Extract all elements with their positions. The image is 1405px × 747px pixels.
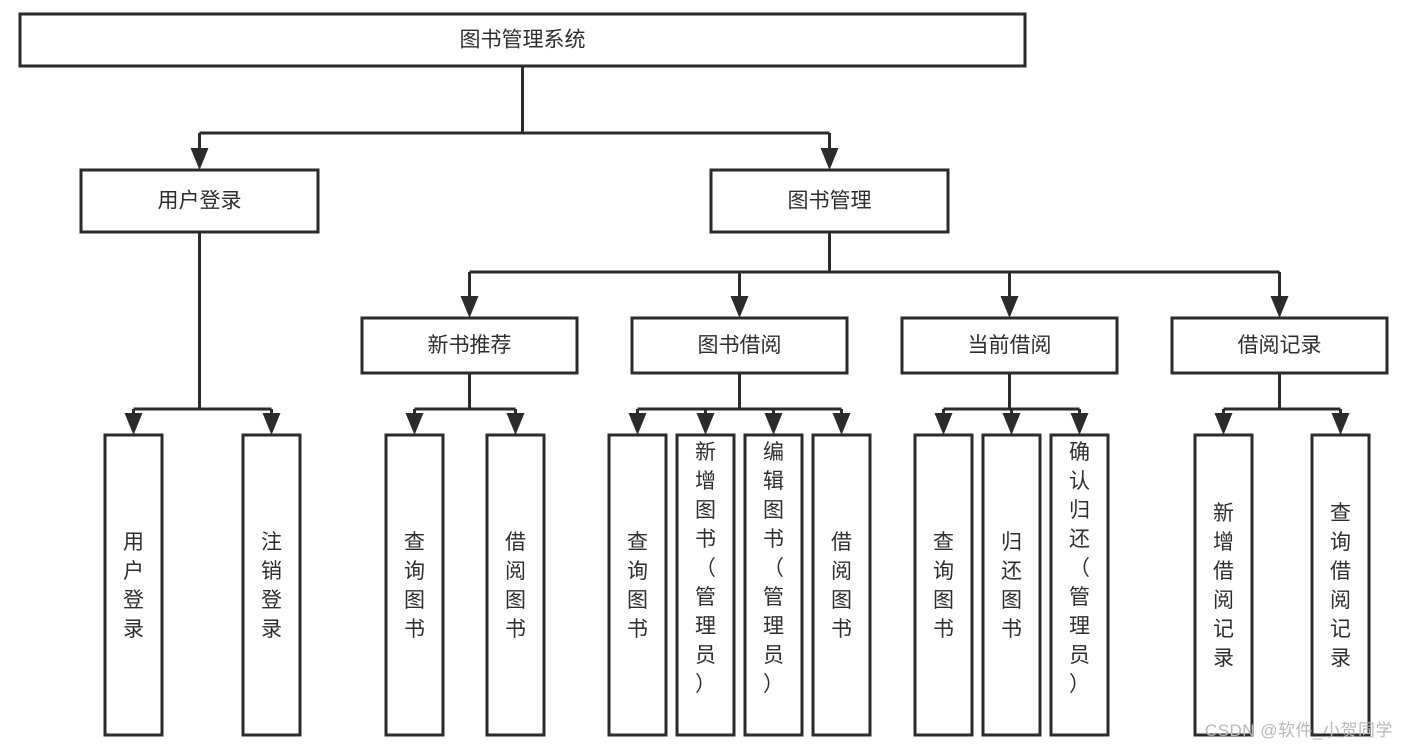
- node-label: 新增图书（管理员）: [695, 441, 716, 696]
- node-box[interactable]: [485, 433, 546, 737]
- node-user-login[interactable]: 用户登录: [79, 168, 320, 234]
- node-leaf-query-book-3[interactable]: 查询图书: [913, 433, 974, 737]
- arrow-head-icon: [764, 413, 783, 435]
- node-box[interactable]: [981, 433, 1042, 737]
- arrow-head-icon: [460, 296, 479, 318]
- node-leaf-borrow-book-1[interactable]: 借阅图书: [485, 433, 546, 737]
- arrow-head-icon: [820, 148, 839, 170]
- arrow-head-icon: [506, 413, 525, 435]
- node-box[interactable]: [607, 433, 668, 737]
- node-label: 用户登录: [158, 190, 242, 213]
- arrow-head-icon: [1270, 296, 1289, 318]
- arrow-head-icon: [628, 413, 647, 435]
- node-label: 图书借阅: [698, 334, 782, 357]
- arrow-head-icon: [696, 413, 715, 435]
- node-box[interactable]: [811, 433, 872, 737]
- connector-layer: [124, 66, 1350, 435]
- node-label: 借阅图书: [505, 531, 526, 641]
- node-leaf-add-book[interactable]: 新增图书（管理员）: [675, 433, 736, 737]
- node-label: 新增借阅记录: [1213, 502, 1234, 670]
- arrow-head-icon: [124, 413, 143, 435]
- node-box[interactable]: [1310, 433, 1371, 737]
- arrow-head-icon: [730, 296, 749, 318]
- node-book-management[interactable]: 图书管理: [709, 168, 950, 234]
- node-box[interactable]: [79, 168, 320, 234]
- arrow-head-icon: [262, 413, 281, 435]
- node-label: 编辑图书（管理员）: [763, 441, 784, 696]
- node-box[interactable]: [900, 316, 1119, 375]
- node-layer: 图书管理系统用户登录图书管理新书推荐图书借阅当前借阅借阅记录用户登录注销登录查询…: [18, 12, 1389, 737]
- node-label: 当前借阅: [968, 334, 1052, 357]
- node-box[interactable]: [630, 316, 849, 375]
- node-label: 归还图书: [1001, 531, 1022, 641]
- node-label: 图书管理: [788, 190, 872, 213]
- node-label: 图书管理系统: [460, 29, 586, 52]
- arrow-head-icon: [832, 413, 851, 435]
- node-label: 查询图书: [404, 531, 425, 641]
- node-label: 注销登录: [261, 531, 282, 641]
- node-label: 查询图书: [933, 531, 954, 641]
- node-box[interactable]: [1049, 433, 1110, 737]
- node-leaf-return-book[interactable]: 归还图书: [981, 433, 1042, 737]
- node-label: 确认归还（管理员）: [1069, 441, 1090, 696]
- node-leaf-borrow-book-2[interactable]: 借阅图书: [811, 433, 872, 737]
- arrow-head-icon: [1000, 296, 1019, 318]
- node-label: 查询图书: [627, 531, 648, 641]
- arrow-head-icon: [190, 148, 209, 170]
- arrow-head-icon: [934, 413, 953, 435]
- node-box[interactable]: [1170, 316, 1389, 375]
- node-borrow-record[interactable]: 借阅记录: [1170, 316, 1389, 375]
- node-box[interactable]: [1193, 433, 1254, 737]
- arrow-head-icon: [1214, 413, 1233, 435]
- node-box[interactable]: [913, 433, 974, 737]
- node-leaf-query-book-2[interactable]: 查询图书: [607, 433, 668, 737]
- arrow-head-icon: [1070, 413, 1089, 435]
- node-root[interactable]: 图书管理系统: [18, 12, 1027, 68]
- node-box[interactable]: [103, 433, 164, 737]
- node-box[interactable]: [384, 433, 445, 737]
- node-leaf-query-record[interactable]: 查询借阅记录: [1310, 433, 1371, 737]
- node-current-borrow[interactable]: 当前借阅: [900, 316, 1119, 375]
- node-leaf-add-record[interactable]: 新增借阅记录: [1193, 433, 1254, 737]
- node-leaf-user-login[interactable]: 用户登录: [103, 433, 164, 737]
- arrow-head-icon: [1331, 413, 1350, 435]
- node-leaf-query-book-1[interactable]: 查询图书: [384, 433, 445, 737]
- node-box[interactable]: [360, 316, 579, 375]
- node-box[interactable]: [241, 433, 302, 737]
- node-box[interactable]: [675, 433, 736, 737]
- node-label: 用户登录: [123, 531, 144, 641]
- arrow-head-icon: [405, 413, 424, 435]
- node-book-borrow[interactable]: 图书借阅: [630, 316, 849, 375]
- node-leaf-edit-book[interactable]: 编辑图书（管理员）: [743, 433, 804, 737]
- arrow-head-icon: [1002, 413, 1021, 435]
- node-label: 查询借阅记录: [1330, 502, 1351, 670]
- node-leaf-logout[interactable]: 注销登录: [241, 433, 302, 737]
- node-label: 新书推荐: [428, 334, 512, 357]
- node-leaf-confirm-return[interactable]: 确认归还（管理员）: [1049, 433, 1110, 737]
- watermark-text: CSDN @软件_小贺同学: [1204, 721, 1393, 740]
- node-label: 借阅图书: [831, 531, 852, 641]
- node-label: 借阅记录: [1238, 334, 1322, 357]
- node-box[interactable]: [709, 168, 950, 234]
- node-box[interactable]: [743, 433, 804, 737]
- node-new-book-recommend[interactable]: 新书推荐: [360, 316, 579, 375]
- node-box[interactable]: [18, 12, 1027, 68]
